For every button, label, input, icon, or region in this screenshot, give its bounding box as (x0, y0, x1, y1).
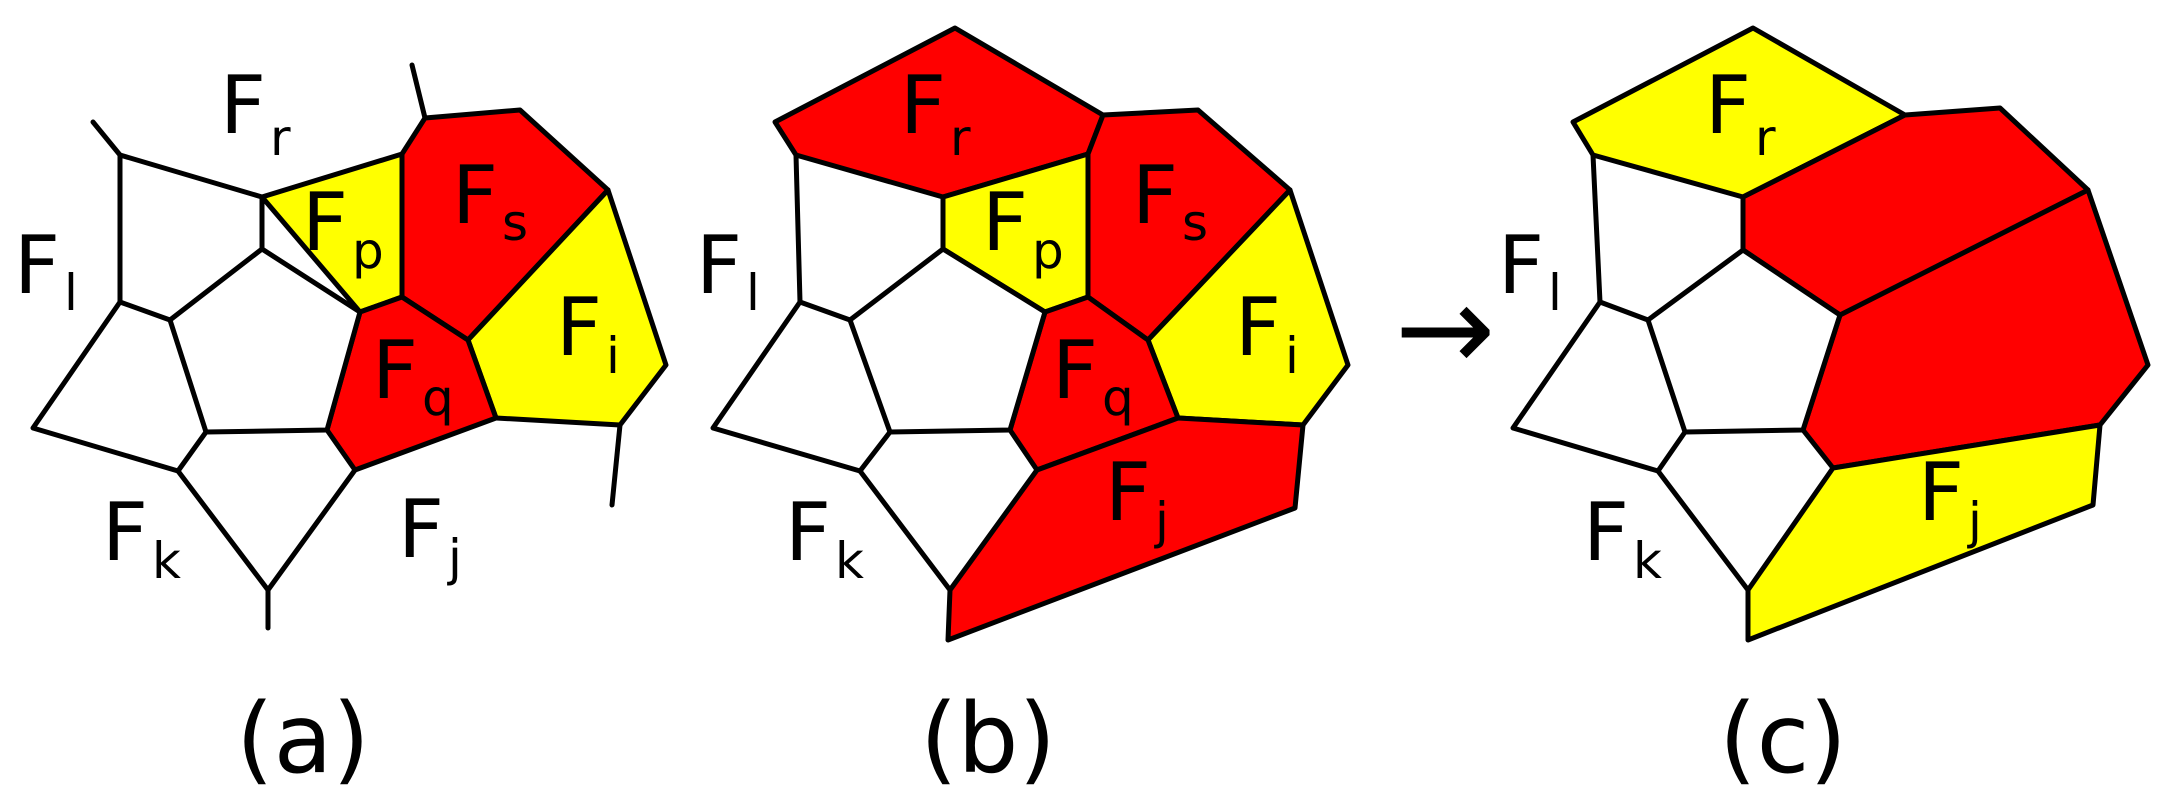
label-sub: i (1285, 327, 1299, 385)
label-sub: j (447, 529, 462, 587)
label-sub: r (1755, 109, 1776, 167)
label-sub: k (1633, 532, 1662, 590)
label-main: F (372, 324, 418, 417)
edge (409, 62, 428, 121)
edge (609, 422, 623, 508)
label-main: F (302, 176, 348, 269)
label-main: F (1583, 486, 1629, 579)
inner-pentagon (1645, 247, 1843, 435)
label-main: F (1052, 324, 1098, 417)
label-main: F (1132, 149, 1178, 242)
label-sub: j (1154, 492, 1169, 550)
edge (90, 119, 123, 158)
label-main: F (1235, 281, 1281, 374)
label-main: F (1105, 446, 1151, 539)
label-main: F (1918, 446, 1964, 539)
inner-pentagon (847, 246, 1048, 435)
label-main: F (1498, 219, 1544, 312)
edge (857, 468, 953, 593)
label-sub: j (1967, 492, 1982, 550)
edge (1837, 187, 2091, 318)
label-main: F (556, 281, 602, 374)
edge (710, 299, 893, 474)
caption-b: (b) (920, 683, 1056, 795)
edge (30, 299, 209, 474)
label-main: F (785, 486, 831, 579)
label-main: F (398, 483, 444, 576)
label-sub: l (746, 264, 760, 322)
label-sub: s (502, 194, 528, 252)
transition-arrow: → (1395, 260, 1496, 399)
label-sub: q (1102, 369, 1134, 427)
label-sub: p (352, 222, 384, 280)
inner-pentagon (167, 246, 363, 435)
face-fi (465, 187, 669, 428)
edge (117, 299, 173, 323)
label-main: F (1705, 59, 1751, 152)
edge (117, 152, 265, 305)
label-sub: r (950, 109, 971, 167)
arrow-right-icon: → (1395, 260, 1496, 399)
edge (175, 467, 358, 593)
label-main: F (14, 219, 60, 312)
label-sub: i (606, 327, 620, 385)
edge (1655, 468, 1751, 593)
label-sub: p (1032, 222, 1064, 280)
label-main: F (696, 219, 742, 312)
label-main: F (900, 59, 946, 152)
edge (1597, 299, 1651, 323)
edge (1510, 299, 1688, 474)
label-sub: q (422, 369, 454, 427)
label-main: F (102, 486, 148, 579)
label-sub: l (64, 264, 78, 322)
face-fj (1745, 422, 2103, 643)
caption-a: (a) (236, 683, 370, 795)
label-sub: k (152, 532, 181, 590)
label-main: F (220, 59, 266, 152)
label-sub: k (835, 532, 864, 590)
label-sub: s (1182, 194, 1208, 252)
label-sub: r (270, 109, 291, 167)
label-main: F (452, 149, 498, 242)
edge (797, 299, 853, 323)
edge (1590, 152, 1603, 305)
label-sub: l (1548, 264, 1562, 322)
label-main: F (982, 176, 1028, 269)
edge (793, 152, 803, 305)
caption-c: (c) (1719, 683, 1847, 795)
